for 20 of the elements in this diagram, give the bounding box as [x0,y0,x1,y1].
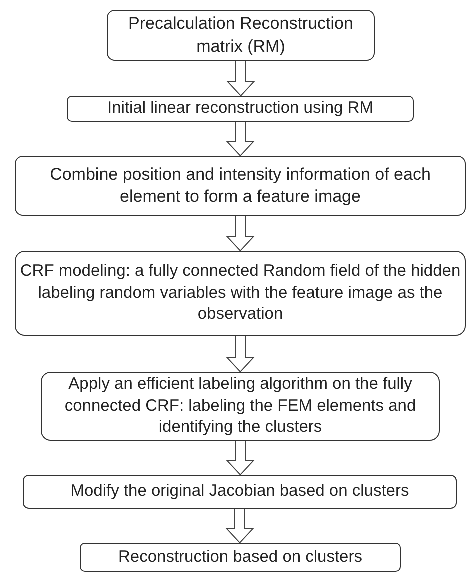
step-text: Apply an efficient labeling algorithm on the fully connected CRF: labeling the FEM elements and identifying the clusters [64,374,418,438]
process-box [23,475,457,509]
hollow-arrow [226,216,255,252]
hollow-arrow [226,440,255,476]
hollow-arrow [226,122,255,157]
process-box [15,251,466,336]
step-text: Combine position and intensity information of each element to form a feature image [49,164,432,208]
process-box [107,10,375,61]
step-text: CRF modeling: a fully connected Random field of the hidden labeling random variables with the feature image as the observation [20,261,461,326]
step-text: Initial linear reconstruction using RM [108,98,374,120]
hollow-arrow [226,336,255,373]
process-box [15,156,466,216]
step-text: Modify the original Jacobian based on clusters [70,481,410,502]
process-box [41,372,440,441]
hollow-arrow [226,60,256,97]
process-box [80,543,401,572]
hollow-arrow [226,508,254,544]
process-box [67,96,414,122]
step-text: Reconstruction based on clusters [118,546,362,568]
step-text: Precalculation Reconstruction matrix (RM) [128,13,354,58]
